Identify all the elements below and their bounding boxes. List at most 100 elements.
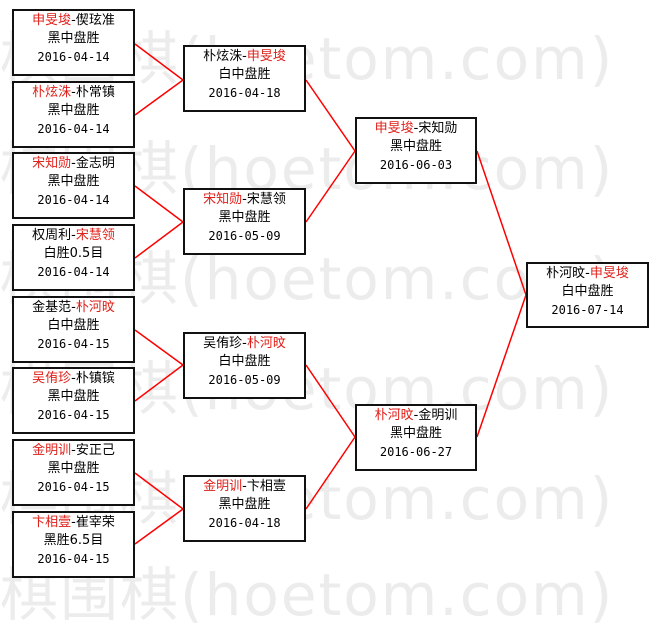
match-date: 2016-04-14 [37,193,110,207]
match-result: 黑中盘胜 [218,497,271,512]
player-1: 朴河旼 [546,266,586,281]
player-2: 卞相壹 [246,479,286,494]
players-line: 吴侑珍-朴镇镔 [32,371,115,386]
players-line: 金明训-卞相壹 [203,479,286,494]
players-line: 金明训-安正己 [32,443,115,458]
match-date: 2016-04-15 [37,480,110,494]
player-1: 权周利 [32,228,72,243]
players-line: 宋知勋-宋慧领 [203,192,286,207]
match-result: 黑中盘胜 [389,426,442,441]
match-result: 黑中盘胜 [47,31,100,46]
player-2: 偰玹准 [75,13,115,28]
match-result: 黑中盘胜 [47,174,100,189]
match-box[interactable]: 金基范-朴河旼 白中盘胜 2016-04-15 [12,296,135,363]
players-line: 金基范-朴河旼 [32,300,115,315]
match-box[interactable]: 宋知勋-宋慧领 黑中盘胜 2016-05-09 [183,188,306,255]
player-2: 宋慧领 [75,228,115,243]
connector-line [476,150,527,296]
match-date: 2016-04-14 [37,122,110,136]
connector-line [305,150,356,223]
player-1: 吴侑珍 [32,371,72,386]
player-2: 朴镇镔 [75,371,115,386]
player-1: 宋知勋 [203,192,243,207]
connector-line [305,79,356,152]
match-date: 2016-04-18 [208,86,281,100]
bracket-connectors [134,43,527,545]
connector-line [134,472,184,510]
match-result: 黑中盘胜 [389,139,442,154]
player-2: 金志明 [75,156,115,171]
player-2: 朴河旼 [75,300,115,315]
match-date: 2016-06-03 [379,158,453,172]
player-1: 申旻埈 [374,121,414,136]
players-line: 申旻埈-宋知勋 [374,121,458,136]
player-1: 金明训 [32,443,72,458]
match-result: 白中盘胜 [218,67,271,82]
match-date: 2016-04-18 [208,516,281,530]
connector-line [134,185,184,223]
player-2: 宋慧领 [246,192,286,207]
connector-line [134,79,184,116]
match-box[interactable]: 金明训-卞相壹 黑中盘胜 2016-04-18 [183,475,306,542]
player-1: 金基范 [32,300,72,315]
match-box[interactable]: 申旻埈-宋知勋 黑中盘胜 2016-06-03 [355,117,477,184]
match-date: 2016-05-09 [208,373,281,387]
match-result: 黑中盘胜 [47,103,100,118]
players-line: 朴河旼-申旻埈 [546,266,629,281]
match-box[interactable]: 吴侑珍-朴镇镔 黑中盘胜 2016-04-15 [12,367,135,434]
match-box[interactable]: 朴炫洙-申旻埈 白中盘胜 2016-04-18 [183,45,306,112]
player-2: 朴河旼 [246,336,286,351]
connector-line [134,43,184,81]
match-result: 黑中盘胜 [47,461,100,476]
player-2: 申旻埈 [246,49,286,64]
match-box[interactable]: 宋知勋-金志明 黑中盘胜 2016-04-14 [12,152,135,219]
connector-line [476,294,527,438]
player-2: 崔宰荣 [75,515,115,530]
players-line: 权周利-宋慧领 [32,228,115,243]
connector-line [134,364,184,402]
player-1: 朴炫洙 [203,49,243,64]
match-date: 2016-04-15 [37,552,110,566]
player-1: 卞相壹 [32,515,72,530]
match-box[interactable]: 申旻埈-偰玹准 黑中盘胜 2016-04-14 [12,9,135,76]
match-date: 2016-04-14 [37,50,110,64]
final-match-box[interactable]: 朴河旼-申旻埈 白中盘胜 2016-07-14 [526,262,649,328]
player-1: 宋知勋 [32,156,72,171]
player-2: 宋知勋 [418,121,458,136]
match-box[interactable]: 卞相壹-崔宰荣 黑胜6.5目 2016-04-15 [12,511,135,578]
match-date: 2016-07-14 [551,303,624,317]
match-date: 2016-04-14 [37,265,110,279]
match-box[interactable]: 朴河旼-金明训 黑中盘胜 2016-06-27 [355,404,477,471]
match-result: 白中盘胜 [47,318,100,333]
players-line: 朴炫洙-申旻埈 [203,49,286,64]
player-2: 安正己 [75,443,115,458]
match-box[interactable]: 朴炫洙-朴常镇 黑中盘胜 2016-04-14 [12,81,135,148]
player-1: 朴河旼 [374,408,414,423]
match-date: 2016-05-09 [208,229,281,243]
players-line: 申旻埈-偰玹准 [32,13,115,28]
connector-line [134,508,184,545]
match-result: 黑胜6.5目 [43,533,104,548]
match-result: 黑中盘胜 [47,389,100,404]
player-1: 吴侑珍 [203,336,243,351]
match-box[interactable]: 金明训-安正己 黑中盘胜 2016-04-15 [12,439,135,506]
player-2: 朴常镇 [75,85,115,100]
player-1: 申旻埈 [32,13,72,28]
player-1: 朴炫洙 [32,85,72,100]
match-box[interactable]: 权周利-宋慧领 白胜0.5目 2016-04-14 [12,224,135,291]
player-2: 申旻埈 [589,266,629,281]
connector-line [134,221,184,259]
match-box[interactable]: 吴侑珍-朴河旼 白中盘胜 2016-05-09 [183,332,306,399]
match-result: 黑中盘胜 [218,210,271,225]
players-line: 宋知勋-金志明 [32,156,115,171]
match-date: 2016-04-15 [37,408,110,422]
match-date: 2016-06-27 [379,445,453,459]
connector-line [305,364,356,438]
players-line: 吴侑珍-朴河旼 [203,336,286,351]
connector-line [134,329,184,366]
players-line: 卞相壹-崔宰荣 [32,515,115,530]
match-date: 2016-04-15 [37,337,110,351]
match-result: 白中盘胜 [561,284,614,299]
players-line: 朴河旼-金明训 [374,408,458,423]
connector-line [305,436,356,510]
